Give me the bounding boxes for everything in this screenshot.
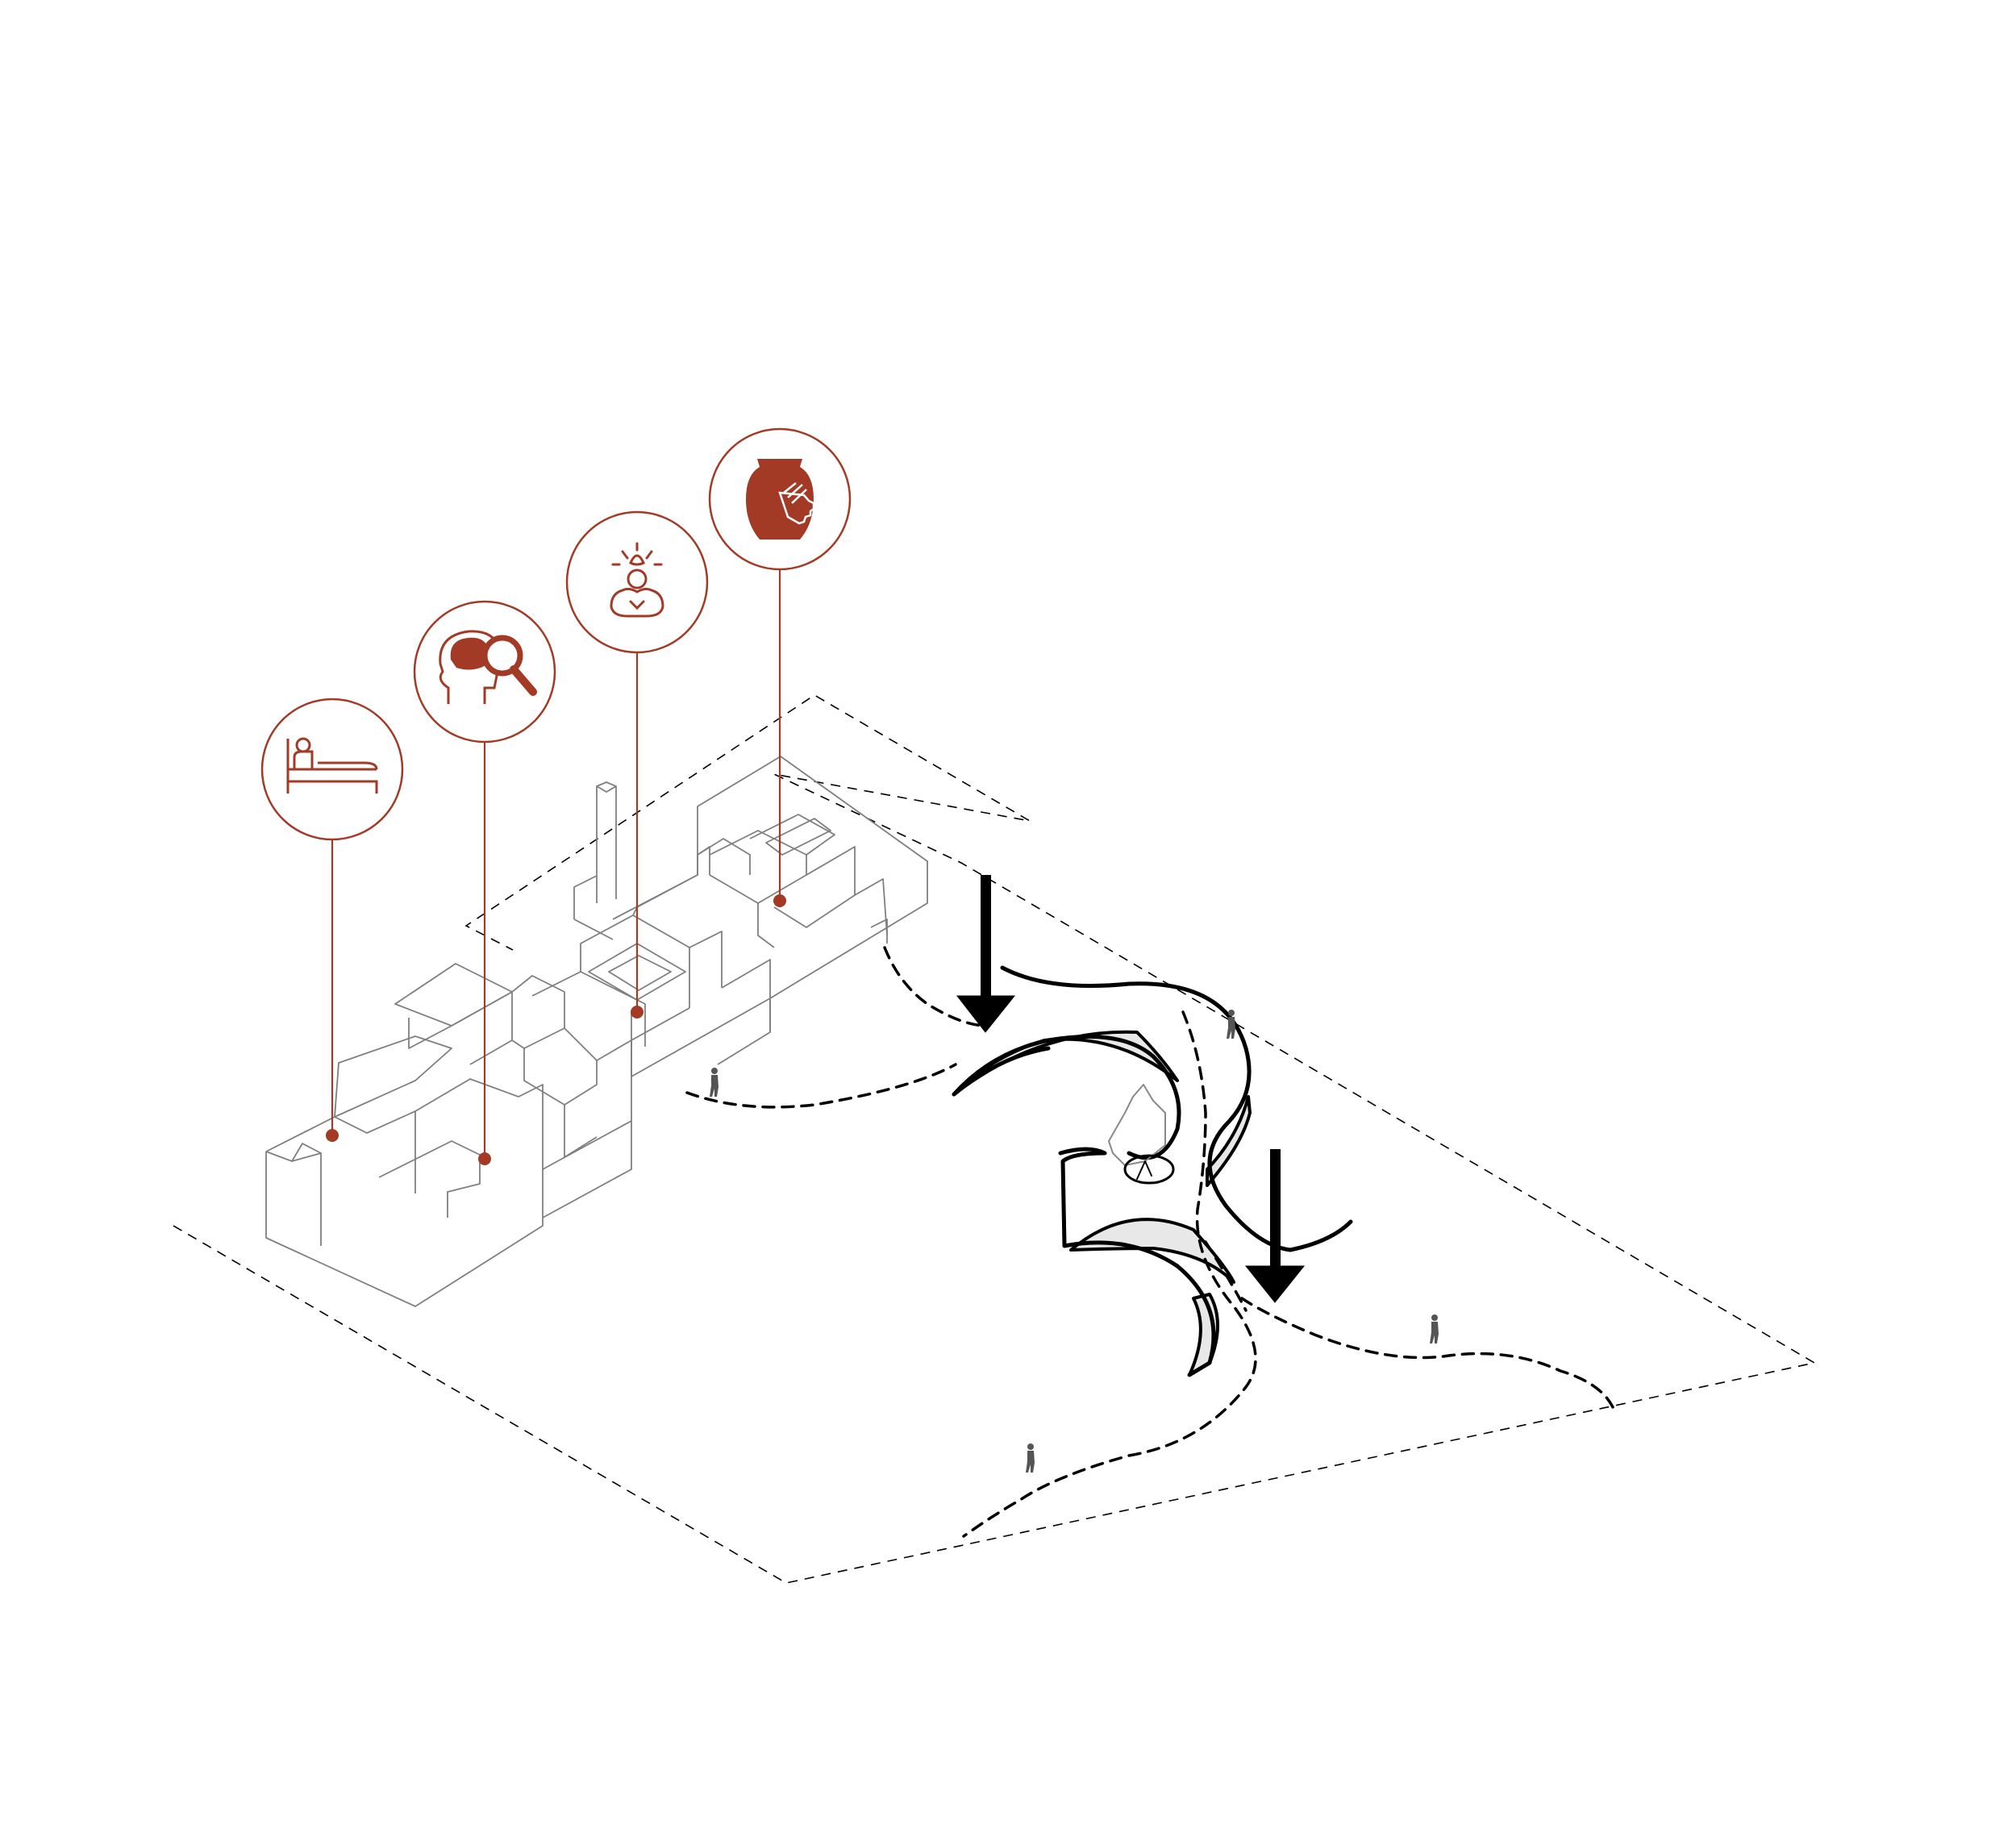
pavilion-curve-front [952,1046,1051,1097]
pavilion-pool-line [1136,1160,1152,1180]
callout-sleep [260,698,404,841]
callout-pottery [708,427,852,571]
pottery-hand-icon [746,459,815,539]
bed-icon [286,737,378,794]
person-icon [1227,1010,1235,1039]
person-icon [1026,1443,1035,1473]
arrow-down-icon [1244,1149,1306,1303]
building-mass [265,756,928,1307]
pavilion-curve-inner [952,1035,1181,1160]
circulation-paths [685,946,1614,1538]
pavilion-tree [1108,1084,1166,1166]
callout-meditation [565,510,709,654]
program-leaders [326,569,786,1165]
person-icon [1430,1314,1439,1343]
site-boundaries [173,694,1817,1584]
walking-figures [710,1010,1439,1473]
pavilion-curve-outer [1058,1147,1216,1377]
pavilion-right-wall [1206,1095,1252,1187]
pavilion-lower-wall [1069,1218,1235,1284]
meditation-icon [610,542,664,618]
person-icon [710,1068,719,1097]
pavilion-pool [1123,1154,1175,1185]
program-callouts [260,427,852,841]
site-boundary-main [173,694,1817,1584]
brain-magnifier-icon [439,630,537,704]
curved-pavilion [952,965,1353,1377]
arrow-down-icon [956,875,1016,1033]
pavilion-curve-main [1000,965,1353,1252]
entry-arrows [956,875,1306,1303]
callout-mind [413,600,556,744]
